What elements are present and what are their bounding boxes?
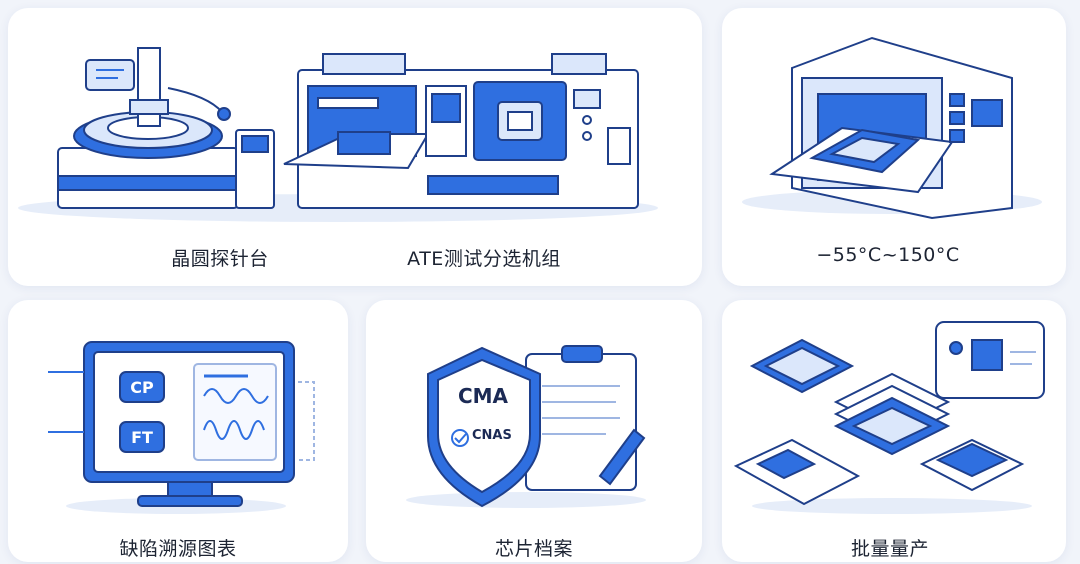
ate-handler-icon [283, 53, 639, 209]
chip-archive-label: 芯片档案 [494, 538, 574, 560]
prober-ate-illustration [18, 47, 658, 222]
card-prober-ate: 晶圆探针台 ATE测试分选机组 [8, 8, 702, 286]
wafer-prober-icon [57, 47, 275, 209]
oven-illustration [742, 36, 1042, 220]
cp-box [119, 371, 165, 403]
cnas-text: CNAS [472, 428, 512, 443]
temperature-range-label: −55°C~150°C [816, 244, 960, 266]
monitor-icon [48, 341, 315, 507]
thermal-chamber-icon [769, 36, 1013, 220]
pen-icon [598, 428, 646, 486]
ate-handler-label: ATE测试分选机组 [407, 248, 561, 270]
mass-production-label: 批量量产 [850, 538, 930, 560]
card-chip-archive: CMA CNAS 芯片档案 [366, 300, 702, 562]
cma-text: CMA [457, 384, 509, 408]
card-mass-production: 批量量产 [722, 300, 1066, 562]
ft-text: FT [131, 428, 153, 447]
chip-archive-illustration [406, 345, 646, 508]
card-defect-trace: CP FT 缺陷溯源图表 [8, 300, 348, 562]
defect-trace-label: 缺陷溯源图表 [119, 538, 237, 560]
wafer-prober-label: 晶圆探针台 [171, 248, 269, 270]
cp-text: CP [130, 378, 154, 397]
card-temperature-range: −55°C~150°C [722, 8, 1066, 286]
ft-box [119, 421, 165, 453]
defect-trace-illustration [48, 341, 315, 514]
mass-production-illustration [733, 321, 1045, 514]
